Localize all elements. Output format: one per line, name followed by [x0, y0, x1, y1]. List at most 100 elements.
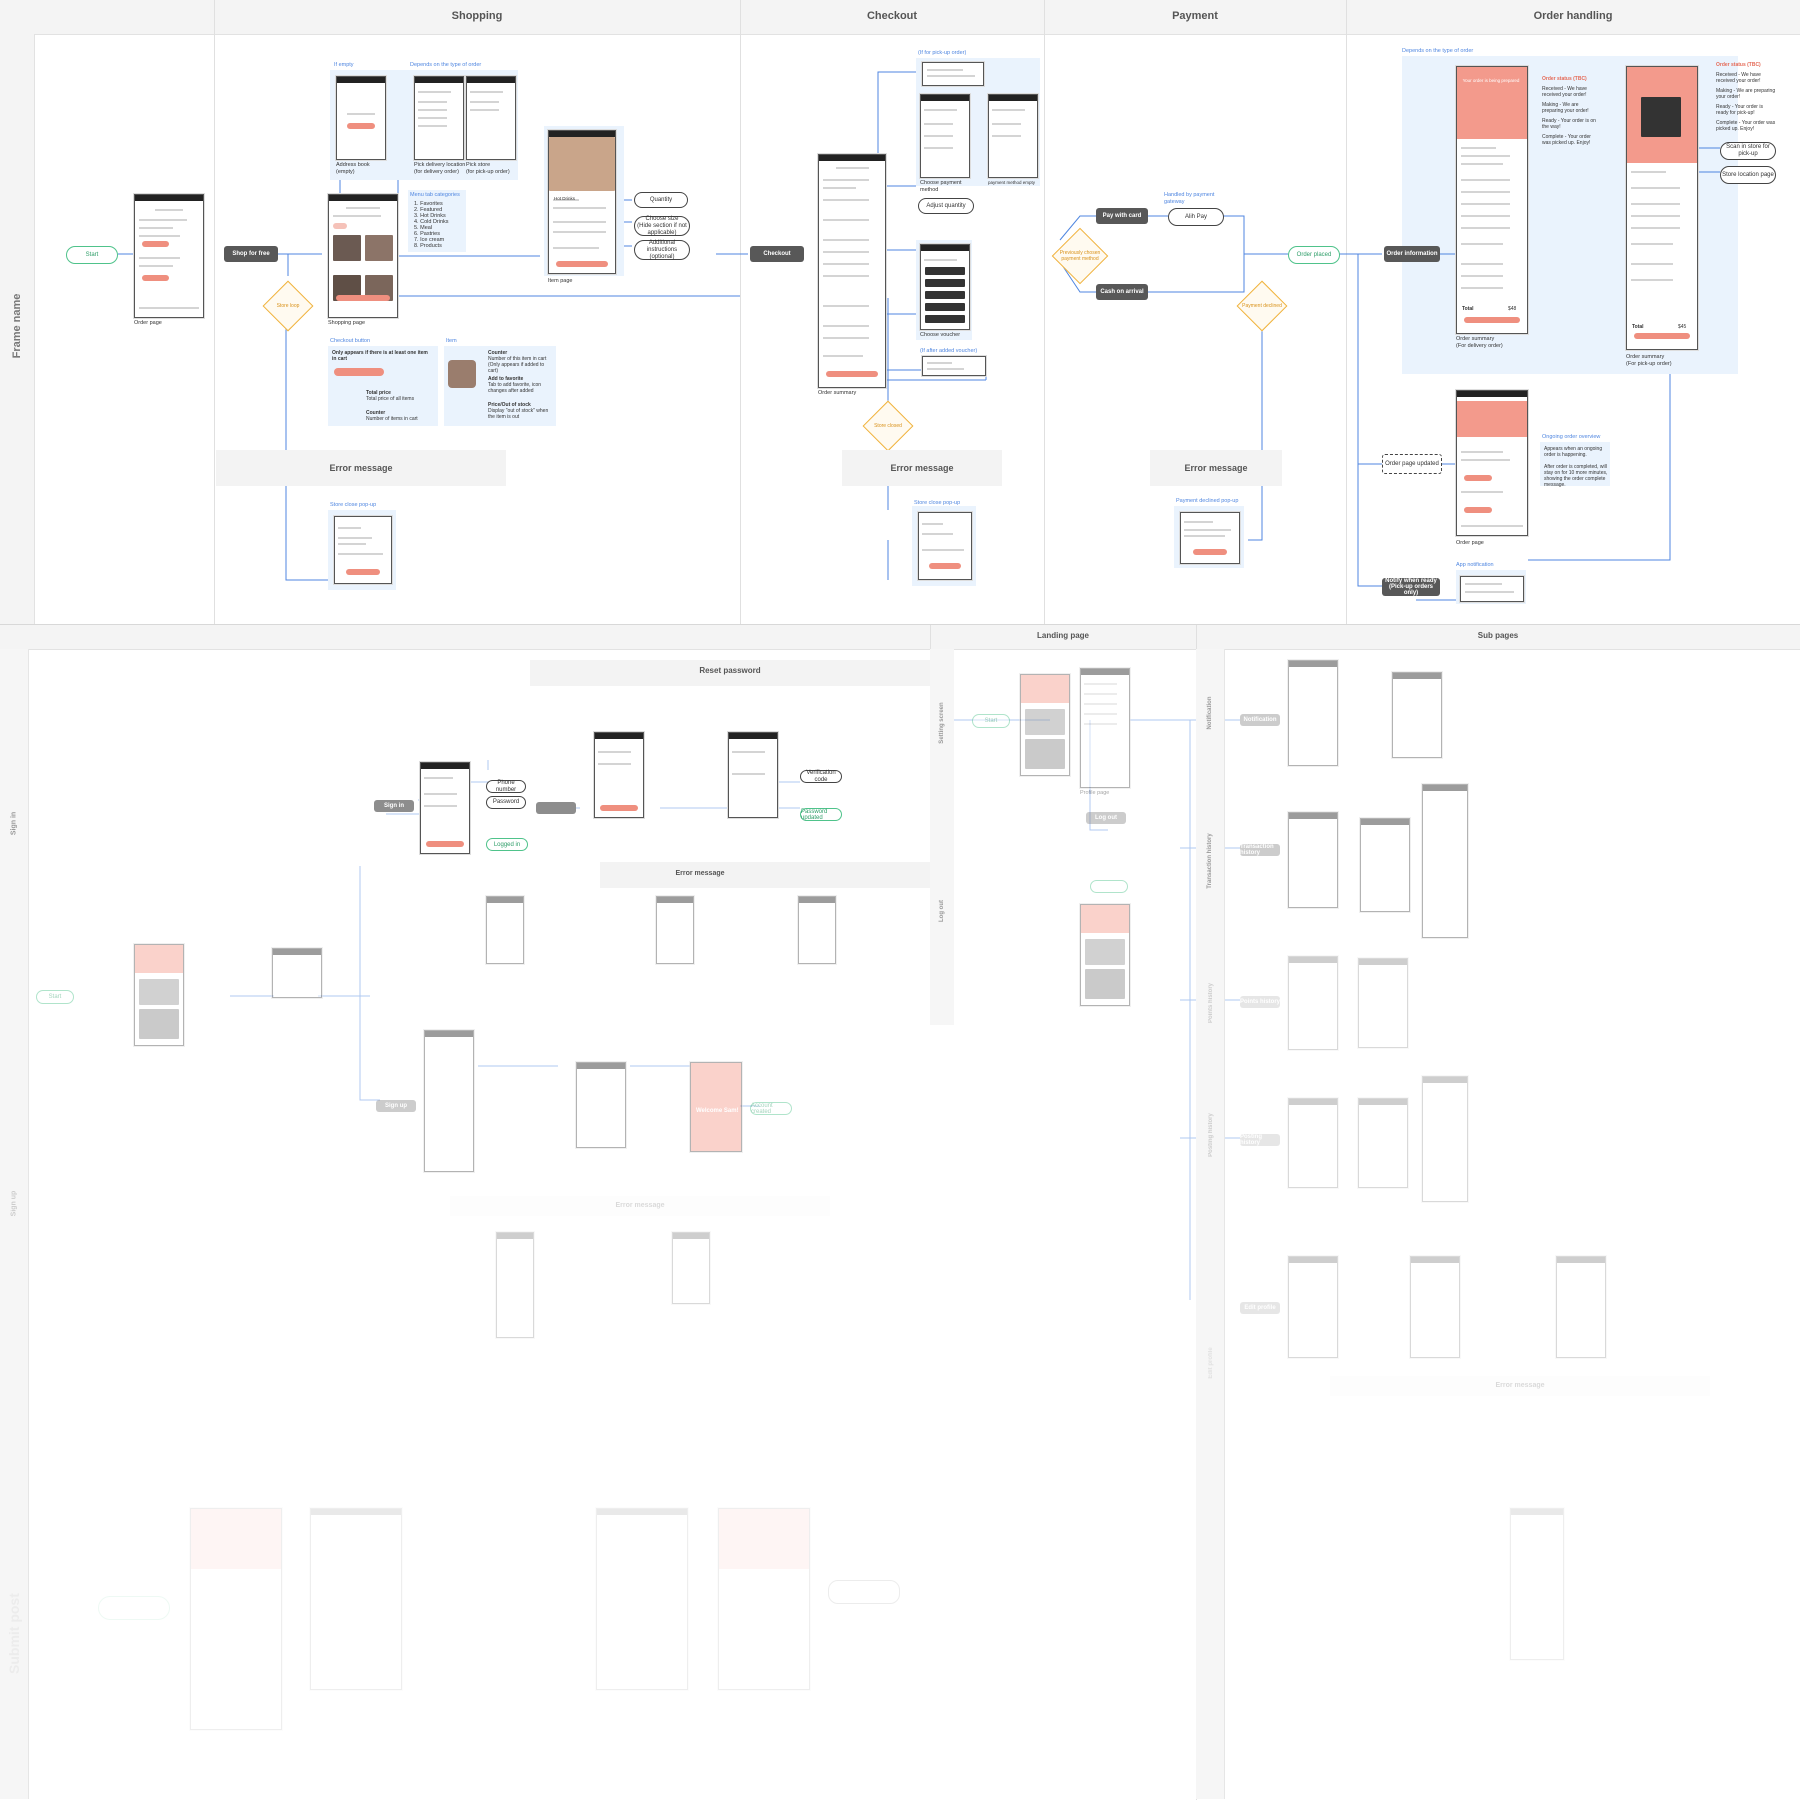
welcome-screen[interactable]: [690, 1062, 742, 1152]
order-status-lines-2: Received - We have received your order! …: [1716, 72, 1776, 132]
notify-when-ready-button[interactable]: Notify when ready (Pick-up orders only): [1382, 578, 1440, 596]
signup-error-screen[interactable]: [672, 1232, 710, 1304]
store-location-sticky: Store location page: [1720, 166, 1776, 184]
submit-post-start[interactable]: [98, 1596, 170, 1620]
pay-with-card-button[interactable]: Pay with card: [1096, 208, 1148, 224]
start-pill[interactable]: Start: [66, 246, 118, 264]
sign-in-screen[interactable]: [420, 762, 470, 854]
sign-up-button[interactable]: Sign up: [376, 1100, 416, 1112]
posting-empty-screen[interactable]: [1358, 1098, 1408, 1188]
pick-store-screen[interactable]: [466, 76, 516, 160]
reset-password-screen[interactable]: [594, 732, 644, 818]
choose-voucher-caption: Choose voucher: [920, 332, 960, 339]
notification-empty-screen[interactable]: [1392, 672, 1442, 758]
transaction-detail-screen[interactable]: [1422, 784, 1468, 938]
shop-for-free-button[interactable]: Shop for free: [224, 246, 278, 262]
order-summary-screen[interactable]: [818, 154, 886, 388]
submit-post-screen-2[interactable]: [310, 1508, 402, 1690]
landing-start-pill-2[interactable]: Start: [972, 714, 1010, 728]
edit-profile-screen[interactable]: [1288, 1256, 1338, 1358]
adjust-quantity-sticky: Adjust quantity: [918, 198, 974, 214]
app-notification-screen[interactable]: [1460, 576, 1524, 602]
profile-page-caption: Profile page: [1080, 790, 1109, 797]
forgot-password-button[interactable]: [536, 802, 576, 814]
total-price-note: Total price of all items: [366, 396, 414, 402]
log-out-button[interactable]: Log out: [1086, 812, 1126, 824]
order-status-line: Received - We have received your order!: [1716, 72, 1776, 84]
delivery-total-amount: $48: [1508, 306, 1516, 313]
summary-delivery-caption: Order summary (For delivery order): [1456, 336, 1503, 349]
submit-post-screen[interactable]: [190, 1508, 282, 1730]
sign-in-button[interactable]: Sign in: [374, 800, 414, 812]
account-created-pill: Account created: [750, 1102, 792, 1115]
order-placed-pill[interactable]: Order placed: [1288, 246, 1340, 264]
transaction-empty-screen[interactable]: [1360, 818, 1410, 912]
signup-error-screen[interactable]: [496, 1232, 534, 1338]
submit-post-screen-3[interactable]: [596, 1508, 688, 1690]
payment-declined-popup-label: Payment declined pop-up: [1176, 498, 1238, 505]
posting-history-button[interactable]: Posting history: [1240, 1134, 1280, 1146]
transaction-history-button[interactable]: Transaction history: [1240, 844, 1280, 856]
voucher-applied-screen[interactable]: [922, 356, 986, 376]
checkout-button-title: Checkout button: [330, 338, 370, 345]
points-screen[interactable]: [1288, 956, 1338, 1050]
order-information-button[interactable]: Order information: [1384, 246, 1440, 262]
order-page-screen[interactable]: [134, 194, 204, 318]
logged-out-landing[interactable]: [1080, 904, 1130, 1006]
error-screen[interactable]: [486, 896, 524, 964]
signup-error-title: Error message: [450, 1202, 830, 1209]
payment-empty-screen[interactable]: [988, 94, 1038, 178]
reset-password-title: Reset password: [530, 666, 930, 675]
shopping-page-caption: Shopping page: [328, 320, 398, 327]
row-label-frame-name: Frame name: [11, 286, 23, 366]
previously-chosen-decision: Previously chosen payment method: [1060, 236, 1100, 276]
landing-start-pill[interactable]: Start: [36, 990, 74, 1004]
item-counter-note: Number of this item in cart (Only appear…: [488, 356, 554, 374]
notification-button[interactable]: Notification: [1240, 714, 1280, 726]
edit-profile-screen-2[interactable]: [1410, 1256, 1460, 1358]
profile-page-screen[interactable]: [1080, 668, 1130, 788]
error-screen[interactable]: [798, 896, 836, 964]
cash-on-arrival-button[interactable]: Cash on arrival: [1096, 284, 1148, 300]
sign-up-verify-screen[interactable]: [576, 1062, 626, 1148]
address-book-screen[interactable]: [336, 76, 386, 160]
checkout-button[interactable]: Checkout: [750, 246, 804, 262]
verification-screen[interactable]: [728, 732, 778, 818]
col-divider: [1044, 0, 1045, 625]
pick-store-caption: Pick store (for pick-up order): [466, 162, 516, 175]
signin-error-title: Error message: [600, 870, 800, 877]
submit-post-sub-screen[interactable]: [1510, 1508, 1564, 1660]
order-summary-delivery-screen[interactable]: [1456, 66, 1528, 334]
edit-profile-button[interactable]: Edit profile: [1240, 1302, 1280, 1314]
transaction-screen[interactable]: [1288, 812, 1338, 908]
sign-up-screen[interactable]: [424, 1030, 474, 1172]
choose-voucher-screen[interactable]: [920, 244, 970, 330]
choose-payment-screen[interactable]: [920, 94, 970, 178]
pick-delivery-screen[interactable]: [414, 76, 464, 160]
order-status-title-2: Order status (TBC): [1716, 62, 1761, 68]
delivery-title-text: Your order is being prepared: [1460, 78, 1522, 85]
welcome-text: Welcome Sam!: [696, 1108, 739, 1115]
store-close-popup-screen[interactable]: [334, 516, 392, 584]
order-page-ongoing-screen[interactable]: [1456, 390, 1528, 536]
checkout-store-close-screen[interactable]: [918, 512, 972, 580]
sign-up-sheet[interactable]: [272, 948, 322, 998]
landing-logged-out-screen[interactable]: [134, 944, 184, 1046]
error-screen[interactable]: [656, 896, 694, 964]
menu-tab-item: 8. Products: [414, 243, 449, 249]
posting-screen[interactable]: [1288, 1098, 1338, 1188]
submit-post-screen-4[interactable]: [718, 1508, 810, 1690]
shopping-page-screen[interactable]: [328, 194, 398, 318]
order-status-line: Received - We have received your order!: [1542, 86, 1598, 98]
notification-screen[interactable]: [1288, 660, 1338, 766]
ongoing-order-title: Ongoing order overview: [1542, 434, 1600, 441]
edit-profile-screen-3[interactable]: [1556, 1256, 1606, 1358]
landing-screen[interactable]: [1020, 674, 1070, 776]
pickup-sheet-screen[interactable]: [922, 62, 984, 86]
points-empty-screen[interactable]: [1358, 958, 1408, 1048]
payment-declined-screen[interactable]: [1180, 512, 1240, 564]
posting-detail-screen[interactable]: [1422, 1076, 1468, 1202]
column-header-checkout: Checkout: [740, 10, 1044, 22]
points-history-button[interactable]: Points history: [1240, 996, 1280, 1008]
order-summary-pickup-screen[interactable]: [1626, 66, 1698, 350]
